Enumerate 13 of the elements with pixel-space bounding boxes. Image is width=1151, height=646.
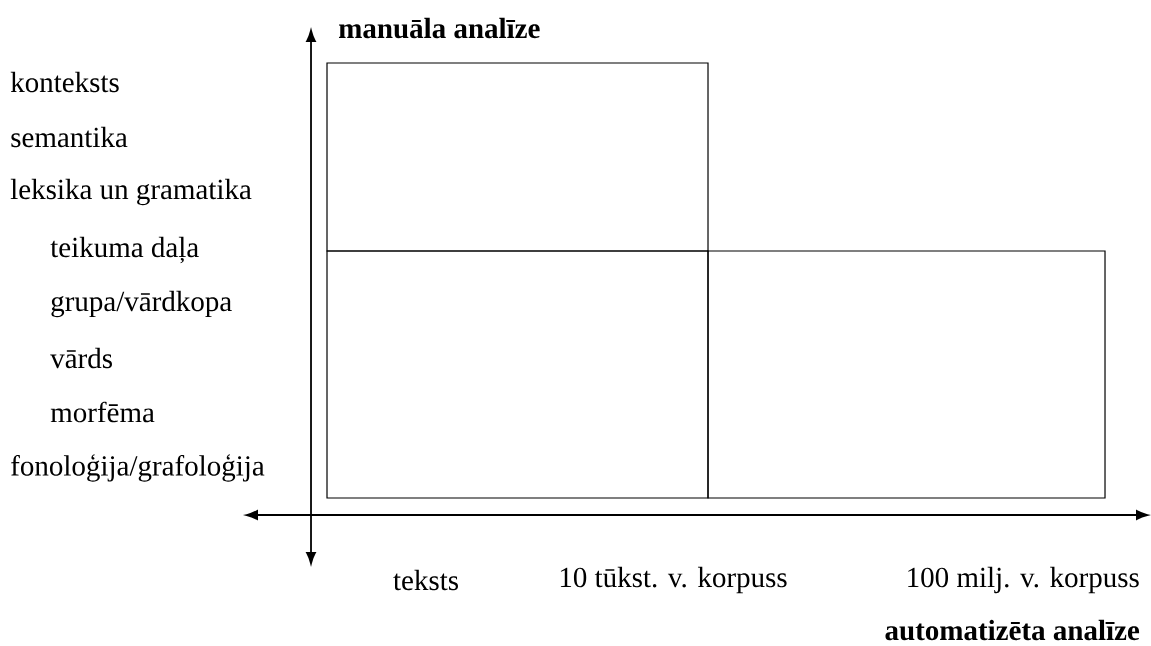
level-label: morfēma xyxy=(50,401,155,423)
axis-title: automatizēta analīze xyxy=(885,619,1140,641)
level-label: semantika xyxy=(11,126,128,148)
level-label: vārds xyxy=(50,347,112,369)
level-label: grupa/vārdkopa xyxy=(51,290,232,318)
level-label: konteksts xyxy=(10,71,119,93)
level-label: teikuma daļa xyxy=(50,236,199,264)
corpus-label: 10 tūkst. v. korpuss xyxy=(560,566,787,594)
region-box xyxy=(326,62,709,252)
region-box xyxy=(326,250,709,499)
level-label: leksika un gramatika xyxy=(10,178,252,206)
corpus-label: teksts xyxy=(393,569,458,591)
region-box xyxy=(707,250,1106,499)
